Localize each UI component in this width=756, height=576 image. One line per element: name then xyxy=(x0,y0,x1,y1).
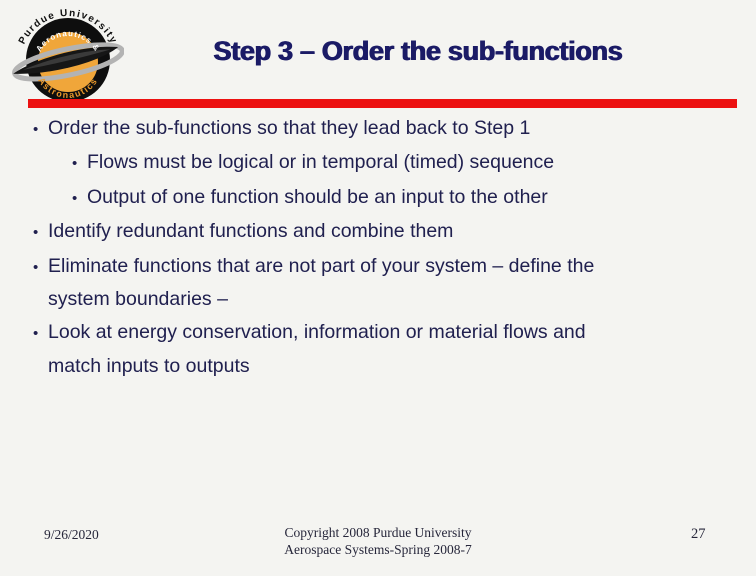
bullet-text: Identify redundant functions and combine… xyxy=(48,220,454,243)
bullet-icon: • xyxy=(33,325,39,343)
bullet-item: • Output of one function should be an in… xyxy=(72,181,736,215)
bullet-icon: • xyxy=(72,189,78,207)
bullet-text: Order the sub-functions so that they lea… xyxy=(48,117,531,139)
bullet-icon: • xyxy=(33,258,39,276)
bullet-icon: • xyxy=(33,224,39,242)
bullet-item: • Order the sub-functions so that they l… xyxy=(33,112,736,146)
footer-date: 9/26/2020 xyxy=(44,527,99,542)
bullet-item: • Identify redundant functions and combi… xyxy=(33,215,736,249)
page-number: 27 xyxy=(691,526,706,542)
bullet-item: • Flows must be logical or in temporal (… xyxy=(72,146,736,180)
footer-copyright-line1: Copyright 2008 Purdue University xyxy=(284,525,472,540)
footer-copyright: Copyright 2008 Purdue University Aerospa… xyxy=(0,525,756,558)
bullet-icon: • xyxy=(33,121,39,138)
bullet-item: • Eliminate functions that are not part … xyxy=(33,250,736,317)
title-divider-bar xyxy=(28,99,737,108)
bullet-text: Flows must be logical or in temporal (ti… xyxy=(87,151,555,174)
bullet-icon: • xyxy=(72,155,78,173)
bullet-text: Output of one function should be an inpu… xyxy=(87,185,548,208)
footer-copyright-line2: Aerospace Systems-Spring 2008-7 xyxy=(284,541,472,557)
slide-title: Step 3 – Order the sub-functions xyxy=(213,36,623,66)
logo-aircraft-swoosh xyxy=(13,46,119,74)
bullet-text: Look at energy conservation, information… xyxy=(48,321,586,377)
bullet-item: • Look at energy conservation, informati… xyxy=(33,316,736,383)
purdue-aeronautics-logo: Purdue University Aeronautics & Astronau… xyxy=(12,8,124,102)
bullet-list: • Order the sub-functions so that they l… xyxy=(33,112,736,383)
bullet-text: Eliminate functions that are not part of… xyxy=(48,254,595,311)
